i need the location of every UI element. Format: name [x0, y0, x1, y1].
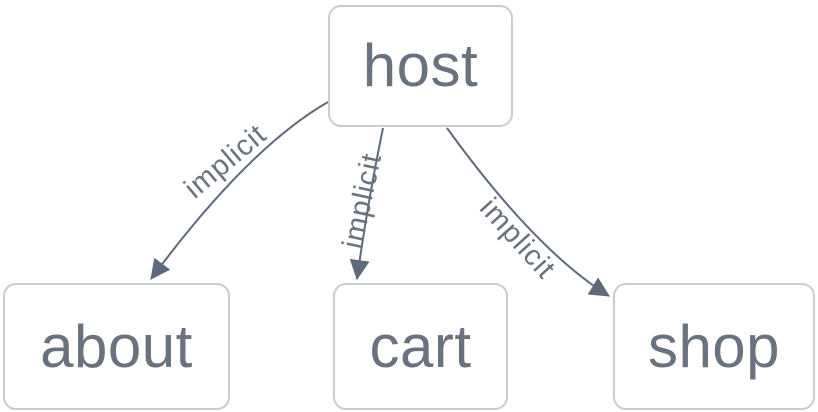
node-host-label: host — [362, 32, 479, 99]
node-cart-label: cart — [369, 312, 472, 380]
edge-host-shop-arrow — [446, 127, 610, 297]
node-shop-label: shop — [647, 312, 781, 380]
node-host: host — [328, 5, 513, 127]
edge-host-about-arrow — [150, 101, 329, 280]
node-shop: shop — [613, 283, 815, 410]
node-about: about — [3, 283, 230, 410]
edge-host-cart-arrow — [349, 127, 384, 280]
node-about-label: about — [40, 312, 193, 380]
node-cart: cart — [333, 283, 508, 410]
